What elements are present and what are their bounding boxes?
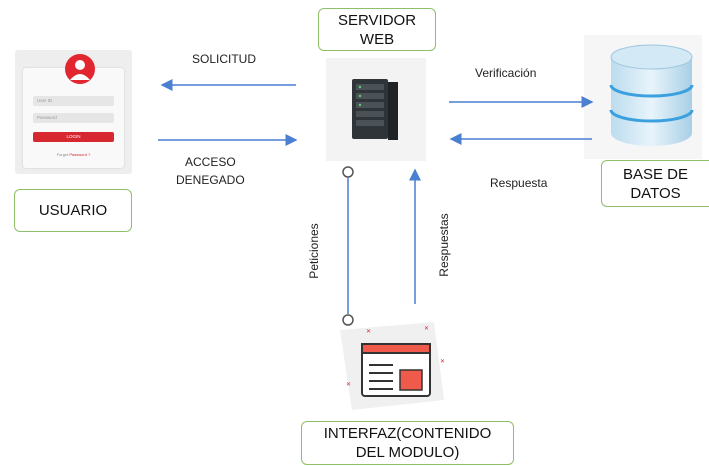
label-respuestas: Respuestas xyxy=(437,213,451,277)
node-servidor-web: SERVIDOR WEB xyxy=(318,8,436,51)
forgot-password-link: Forgot Password ? xyxy=(56,152,91,157)
label-verificacion: Verificación xyxy=(475,66,537,80)
svg-text:✕: ✕ xyxy=(346,382,351,388)
user-avatar-icon xyxy=(65,54,95,84)
login-form-illustration: User ID Password LOGIN Forgot Password ? xyxy=(15,50,132,174)
login-form-panel: User ID Password LOGIN Forgot Password ? xyxy=(23,54,124,168)
database-icon xyxy=(584,35,702,159)
password-field: Password xyxy=(33,113,114,123)
label-solicitud: SOLICITUD xyxy=(192,52,257,66)
node-base-de-datos: BASE DE DATOS xyxy=(601,160,709,207)
node-usuario: USUARIO xyxy=(14,189,132,232)
svg-text:✕: ✕ xyxy=(424,326,429,332)
server-rack-icon xyxy=(326,58,426,161)
connector-peticiones xyxy=(342,166,354,326)
label-peticiones: Peticiones xyxy=(307,223,321,279)
label-respuesta: Respuesta xyxy=(490,176,548,190)
label-acceso-denegado: ACCESO DENEGADO xyxy=(176,155,245,187)
login-button: LOGIN xyxy=(33,132,114,142)
svg-text:✕: ✕ xyxy=(366,329,371,335)
svg-text:✕: ✕ xyxy=(440,359,445,365)
web-content-icon: ✕ ✕ ✕ ✕ xyxy=(340,322,445,410)
node-interfaz: INTERFAZ(CONTENIDO DEL MODULO) xyxy=(301,421,514,465)
user-id-field: User ID xyxy=(33,96,114,106)
